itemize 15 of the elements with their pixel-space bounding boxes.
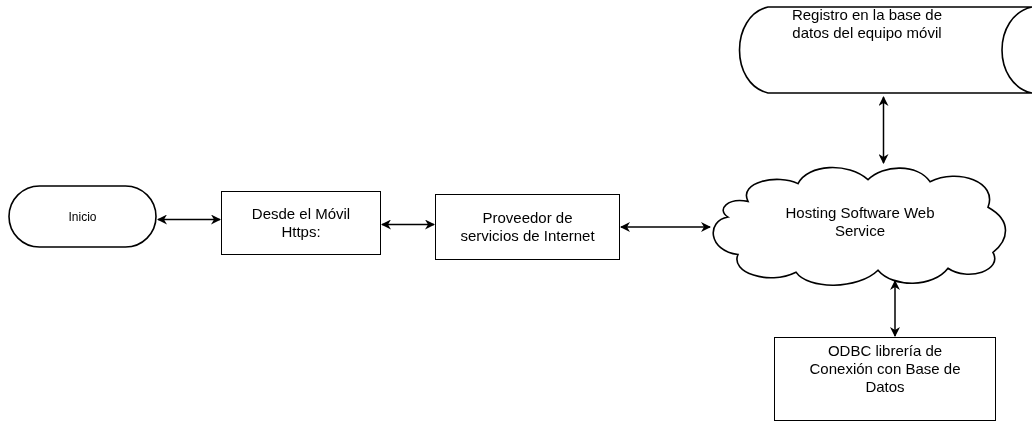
double-arrow [381,219,435,230]
double-arrow [157,214,221,225]
node-label: Proveedor de servicios de Internet [459,209,596,245]
double-arrow [620,222,711,232]
node-label: ODBC librería de Conexión con Base de Datos [809,342,961,396]
stored-data-shape [738,6,1032,96]
start-terminator [8,185,157,248]
double-arrow [878,96,889,164]
node-label: Inicio [68,208,97,226]
process-box [221,191,381,255]
process-box [774,337,996,421]
double-arrow [890,280,900,337]
node-label: Desde el Móvil Https: [250,205,352,241]
node-label: Registro en la base de datos del equipo móvil [790,6,944,42]
process-box [435,194,620,260]
